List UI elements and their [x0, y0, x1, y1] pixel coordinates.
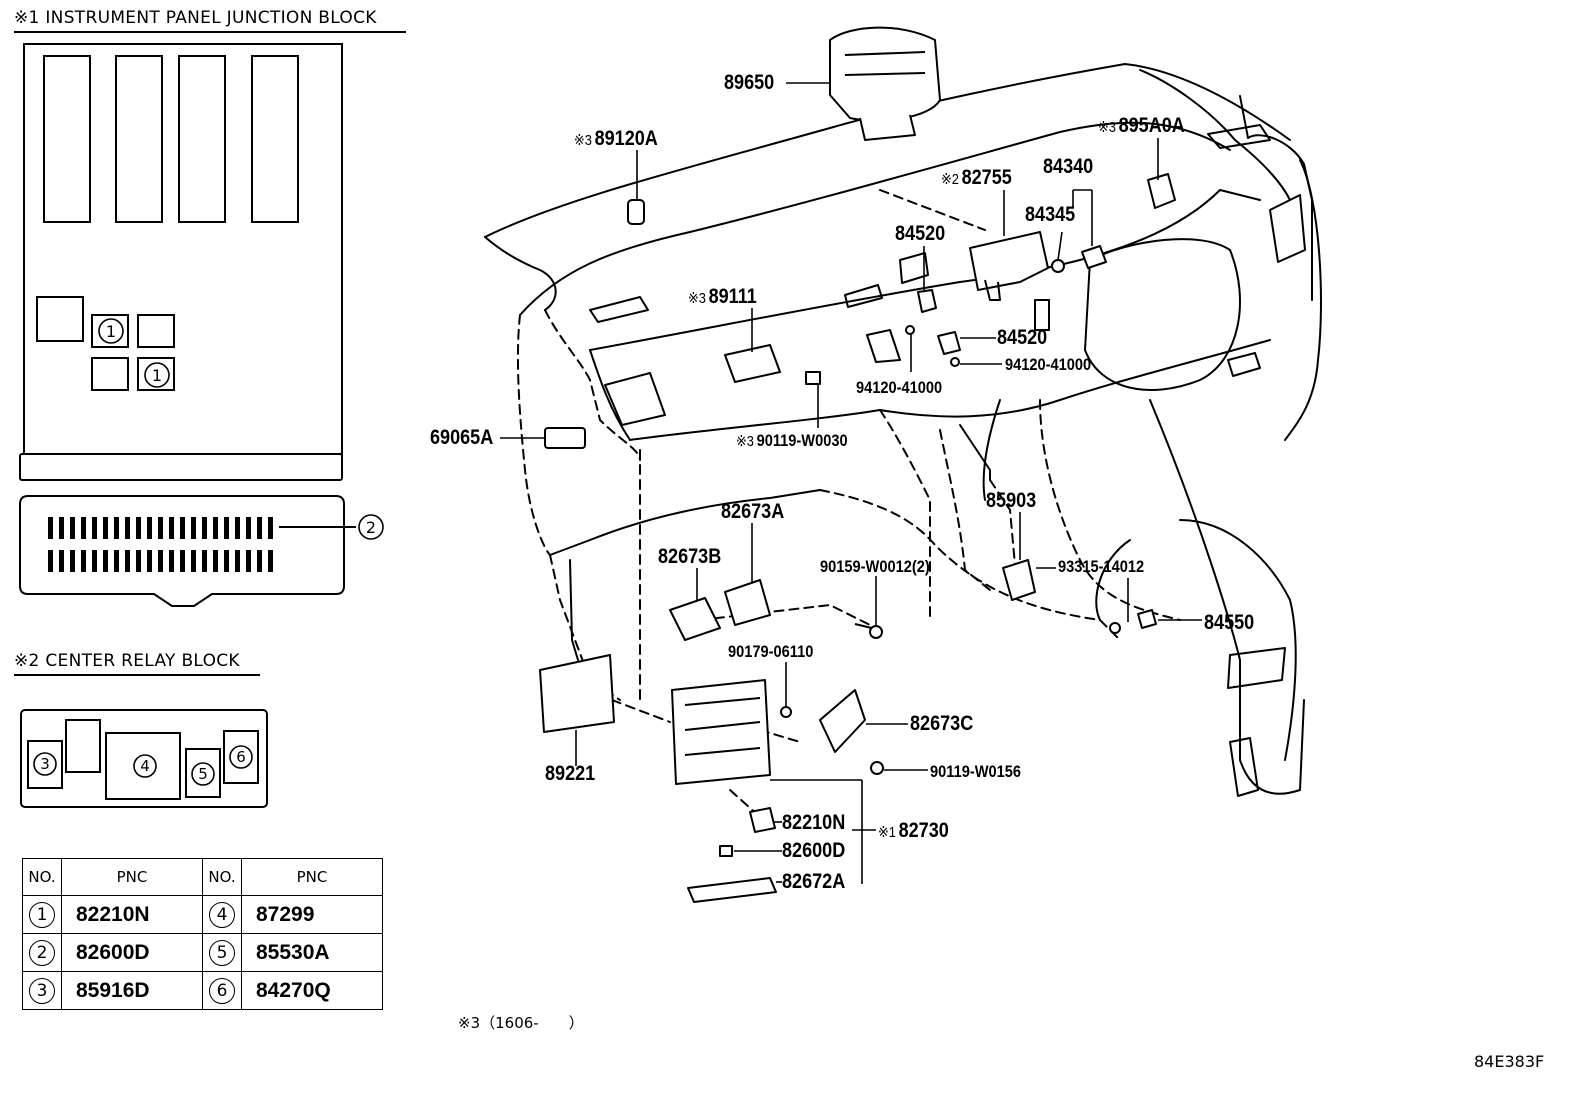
part-82600D: [719, 845, 733, 857]
junction-block-drawing: 1 1 2: [19, 43, 384, 607]
center-relay-block-drawing: 3 4 5 6: [20, 709, 268, 808]
bolt-90119-w0156: [870, 761, 884, 775]
label-89650: 89650: [724, 71, 775, 94]
row-marker: 1: [29, 901, 55, 928]
row-marker: 2: [29, 939, 55, 966]
part-82673A: [724, 579, 771, 626]
table-row: 2 82600D 5 85530A: [22, 933, 383, 972]
table-row: 3 85916D 6 84270Q: [22, 971, 383, 1010]
bracket-84340: [1034, 299, 1050, 331]
part-82730: [671, 679, 771, 785]
pnc-cell: 82210N: [61, 895, 203, 934]
marker-1-bottom-label: 1: [152, 366, 162, 385]
col-pnc-2: PNC: [241, 858, 383, 896]
part-895A0A: [1147, 173, 1176, 209]
label-84550: 84550: [1204, 611, 1255, 634]
row-marker: 5: [209, 939, 235, 966]
table-header-row: NO. PNC NO. PNC: [22, 858, 383, 896]
label-84520-upper: 84520: [895, 222, 946, 245]
title-underline-2: [14, 674, 260, 676]
marker-6-label: 6: [236, 748, 246, 766]
label-82672A: 82672A: [782, 870, 846, 893]
label-82673B: 82673B: [658, 545, 722, 568]
row-marker: 4: [209, 901, 235, 928]
label-90159: 90159-W0012(2): [820, 557, 930, 576]
label-82600D: 82600D: [782, 839, 846, 862]
marker-5-label: 5: [198, 765, 208, 783]
part-84345: [1051, 259, 1065, 273]
marker-1-top-label: 1: [106, 322, 116, 341]
fuse-slot-1b: [137, 357, 175, 391]
pnc-cell: 84270Q: [241, 971, 383, 1010]
part-82672A: [687, 877, 777, 903]
part-82755: [969, 231, 1049, 291]
label-84520-lower: 84520: [997, 326, 1048, 349]
label-89221: 89221: [545, 762, 596, 785]
col-no-2: NO.: [202, 858, 242, 896]
row-marker: 6: [209, 977, 235, 1004]
part-84340: [1081, 245, 1107, 269]
label-84340: 84340: [1043, 155, 1094, 178]
center-relay-block-title: ※2 CENTER RELAY BLOCK: [14, 651, 240, 671]
relay-block-body: [20, 709, 268, 808]
marker-2: [358, 514, 384, 540]
fuse-slot-1a: [91, 314, 129, 348]
col-pnc-1: PNC: [61, 858, 203, 896]
instrument-panel-junction-block-title: ※1 INSTRUMENT PANEL JUNCTION BLOCK: [14, 8, 377, 28]
part-82673C: [819, 689, 866, 753]
title-underline: [14, 31, 406, 33]
marker-4-label: 4: [140, 757, 150, 775]
bolt-90159: [869, 625, 883, 639]
part-82210N: [749, 807, 776, 833]
footnote-production-date: ※3（1606- ）: [458, 1014, 584, 1032]
connector-block-2: [19, 495, 345, 607]
label-85903: 85903: [986, 489, 1037, 512]
part-89120A: [627, 199, 645, 225]
pnc-table: NO. PNC NO. PNC 1 82210N 4 87299 2 82600…: [22, 858, 383, 1010]
bolt-90119-w0030: [805, 371, 821, 385]
label-82210N: 82210N: [782, 811, 846, 834]
label-94120-right: 94120-41000: [1005, 355, 1092, 374]
label-90119-w0156: 90119-W0156: [930, 762, 1022, 781]
part-69065A: [544, 427, 586, 449]
col-no-1: NO.: [22, 858, 62, 896]
part-89111: [724, 344, 781, 383]
clip-90179: [780, 706, 792, 718]
pnc-cell: 82600D: [61, 933, 203, 972]
marker-1-top: [98, 318, 124, 344]
label-84345: 84345: [1025, 203, 1076, 226]
marker-3: [33, 752, 57, 776]
label-90179: 90179-06110: [728, 642, 814, 661]
label-69065A: 69065A: [430, 426, 494, 449]
part-89221: [539, 654, 615, 733]
part-84550: [1137, 609, 1157, 629]
part-84520-lower: [937, 331, 961, 355]
marker-2-label: 2: [366, 518, 376, 537]
label-93315: 93315-14012: [1058, 557, 1145, 576]
marker-4: [133, 754, 157, 778]
part-84520-upper: [917, 289, 937, 313]
marker-5: [191, 762, 215, 786]
pnc-cell: 85916D: [61, 971, 203, 1010]
marker-1-bottom: [144, 362, 170, 388]
label-94120-left: 94120-41000: [856, 378, 943, 397]
part-85903: [1002, 559, 1036, 601]
part-82673B: [669, 597, 721, 641]
marker-6: [229, 745, 253, 769]
label-82673A: 82673A: [721, 500, 785, 523]
diagram-code: 84E383F: [1474, 1052, 1545, 1071]
screw-93315: [1109, 622, 1121, 634]
marker-3-label: 3: [40, 755, 50, 773]
table-row: 1 82210N 4 87299: [22, 895, 383, 934]
label-82673C: 82673C: [910, 712, 974, 735]
row-marker: 3: [29, 977, 55, 1004]
